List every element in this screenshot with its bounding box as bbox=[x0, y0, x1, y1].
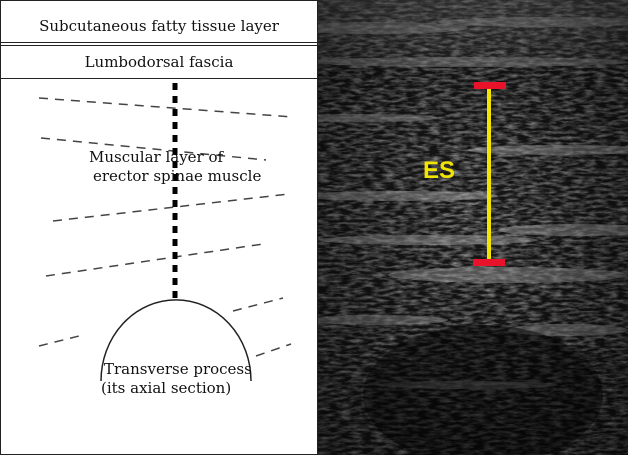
muscle-boundary-line-5 bbox=[39, 335, 83, 346]
es-bottom-cap bbox=[473, 259, 505, 266]
muscle-label-line1: Muscular layer of bbox=[89, 148, 289, 167]
es-measurement-label: ES bbox=[423, 157, 455, 185]
muscle-layer-label: Muscular layer of erector spinae muscle bbox=[89, 148, 289, 186]
transverse-process-label: Transverse process (its axial section) bbox=[101, 360, 301, 398]
muscle-boundary-line-6 bbox=[233, 298, 283, 311]
muscle-boundary-line-3 bbox=[53, 194, 289, 221]
muscle-label-line2: erector spinae muscle bbox=[89, 167, 289, 186]
ultrasound-image: ES bbox=[318, 0, 628, 455]
tp-label-line1: Transverse process bbox=[101, 360, 301, 379]
schematic-diagram: Subcutaneous fatty tissue layer Lumbodor… bbox=[0, 0, 318, 455]
muscle-boundary-line-1 bbox=[39, 98, 293, 117]
es-top-cap bbox=[474, 82, 506, 89]
tp-label-line2: (its axial section) bbox=[101, 379, 301, 398]
muscle-boundary-line-4 bbox=[46, 244, 263, 276]
muscle-boundary-line-7 bbox=[256, 344, 291, 356]
ultrasound-texture bbox=[318, 0, 628, 455]
